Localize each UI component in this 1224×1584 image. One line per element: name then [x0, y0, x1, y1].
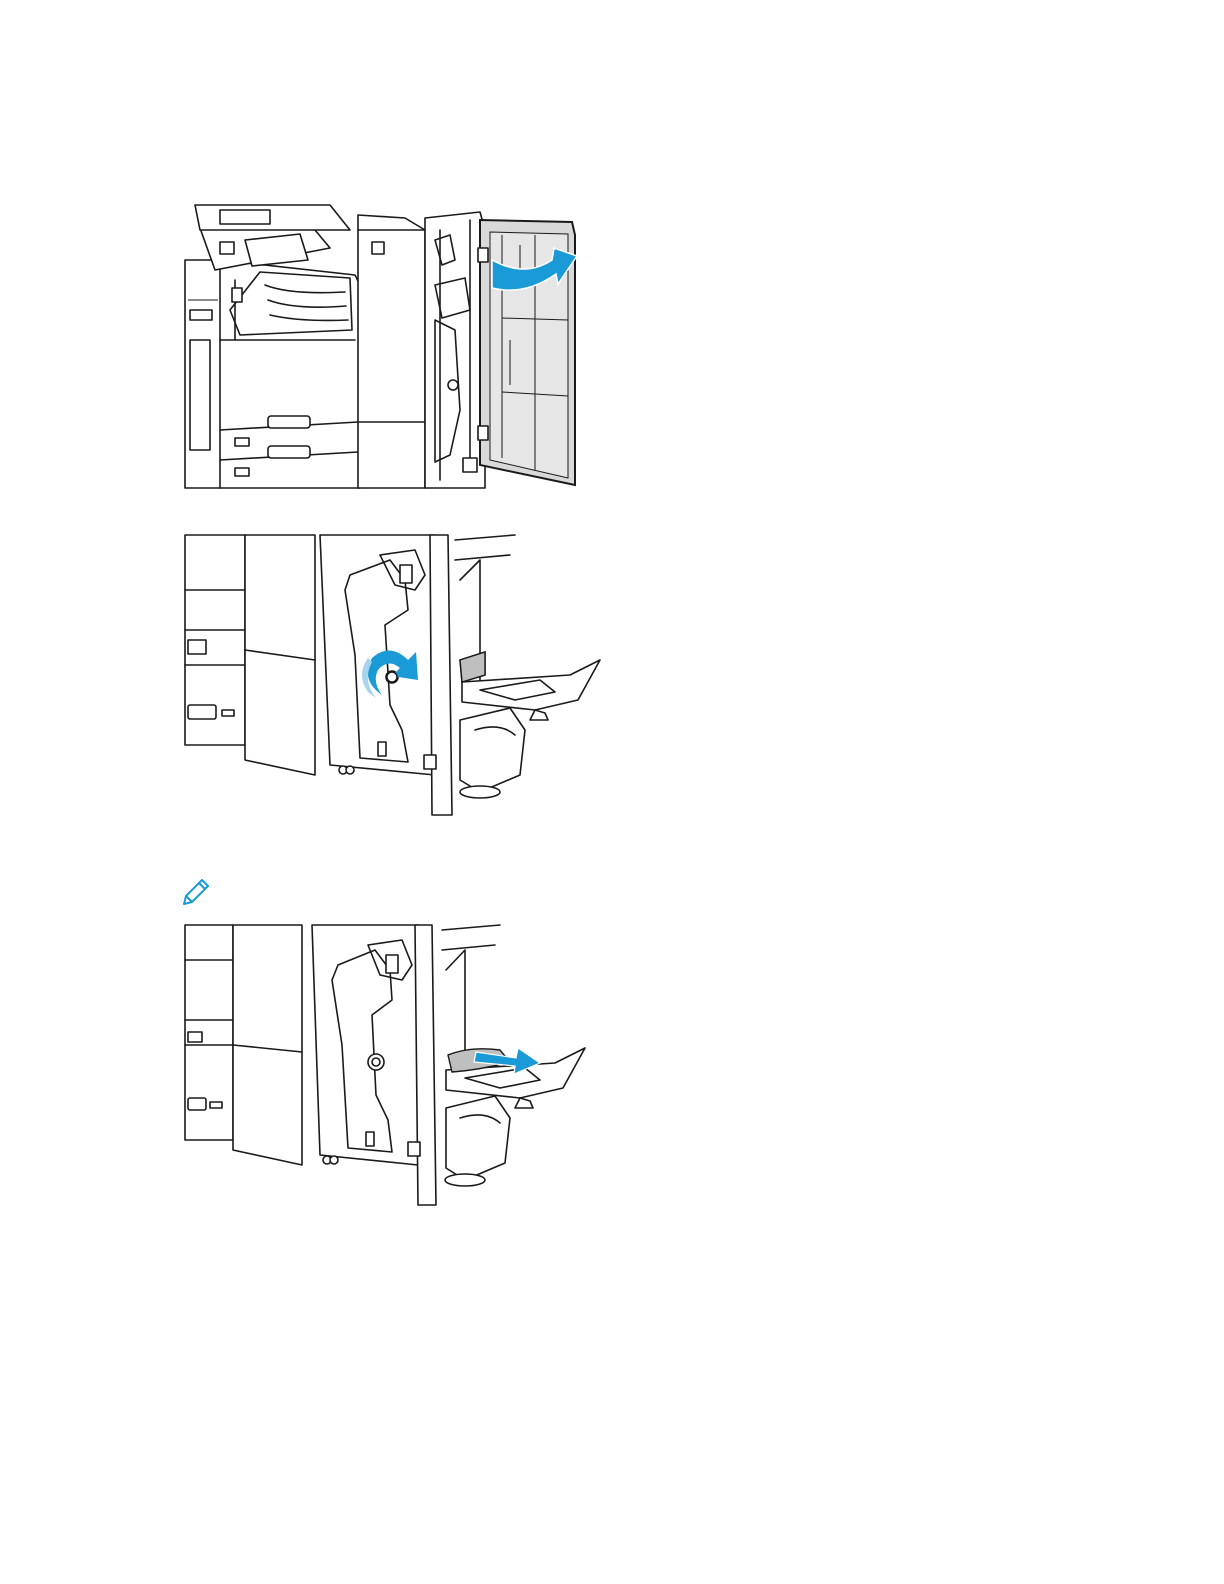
finisher-interior [425, 212, 485, 488]
finisher-knob-illustration [180, 530, 605, 820]
figure-remove-paper [180, 920, 590, 1210]
figure-turn-knob [180, 530, 605, 820]
booklet-tray [455, 535, 600, 798]
finisher-left-column [358, 215, 425, 488]
pencil-note-icon [180, 876, 212, 908]
remove-paper-illustration [180, 920, 590, 1210]
printer-main-body [185, 205, 360, 488]
printer-side-panels [185, 535, 315, 775]
printer-side-panels [185, 925, 302, 1165]
printer-illustration [180, 200, 580, 490]
figure-open-front-cover [180, 200, 580, 490]
finisher-cavity [312, 925, 418, 1165]
